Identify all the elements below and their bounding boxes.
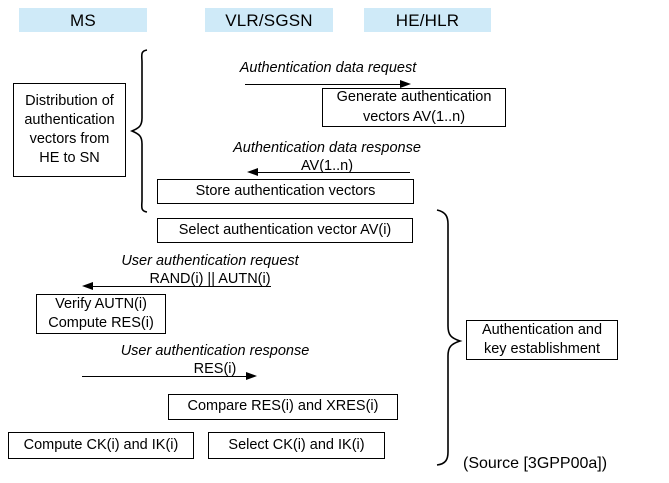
process-compare-res-xres-line-1: Compare RES(i) and XRES(i)	[187, 398, 379, 415]
phase-label-distribution-line-1: Distribution of	[25, 92, 114, 109]
column-header-ms-label: MS	[70, 10, 96, 30]
process-store-authentication-vectors: Store authentication vectors	[157, 179, 414, 204]
message-user-authentication-request-payload: RAND(i) || AUTN(i)	[149, 270, 271, 287]
phase-label-authentication-line-1: Authentication and	[481, 321, 603, 338]
message-user-authentication-response-payload: RES(i)	[193, 360, 237, 377]
process-select-authentication-vector: Select authentication vector AV(i)	[157, 218, 413, 243]
process-compare-res-xres: Compare RES(i) and XRES(i)	[168, 394, 398, 420]
process-generate-authentication-vectors: Generate authentication vectors AV(1..n)	[322, 88, 506, 127]
source-note: (Source [3GPP00a])	[463, 455, 608, 472]
process-generate-authentication-vectors-line-2: vectors AV(1..n)	[362, 108, 466, 125]
process-compute-ck-ik: Compute CK(i) and IK(i)	[8, 432, 194, 459]
phase-label-authentication: Authentication and key establishment	[466, 320, 618, 360]
process-verify-autn-compute-res: Verify AUTN(i) Compute RES(i)	[36, 294, 166, 334]
message-authentication-data-response-arrow-head	[247, 168, 258, 176]
message-authentication-data-response-payload: AV(1..n)	[300, 157, 354, 174]
process-select-ck-ik: Select CK(i) and IK(i)	[208, 432, 385, 459]
message-authentication-data-response-arrow-line	[258, 172, 410, 173]
message-authentication-data-request-arrow-head	[400, 80, 411, 88]
message-user-authentication-response-label: User authentication response	[120, 343, 310, 359]
column-header-ms: MS	[19, 8, 147, 32]
process-compute-ck-ik-line-1: Compute CK(i) and IK(i)	[23, 436, 179, 453]
message-authentication-data-request-label: Authentication data request	[239, 60, 417, 76]
message-user-authentication-response-arrow-line	[82, 376, 247, 377]
phase-label-distribution-line-2: authentication	[24, 111, 115, 128]
process-verify-autn-compute-res-line-1: Verify AUTN(i)	[55, 295, 147, 312]
process-select-ck-ik-line-1: Select CK(i) and IK(i)	[228, 436, 365, 453]
process-store-authentication-vectors-line-1: Store authentication vectors	[195, 182, 376, 199]
column-header-he-hlr: HE/HLR	[364, 8, 491, 32]
message-authentication-data-request-arrow-line	[245, 84, 401, 85]
message-authentication-data-response-label: Authentication data response	[233, 140, 421, 156]
phase-label-distribution: Distribution of authentication vectors f…	[13, 83, 126, 177]
message-user-authentication-request-label: User authentication request	[121, 253, 299, 269]
message-user-authentication-request: User authentication request RAND(i) || A…	[75, 253, 345, 288]
column-header-vlr-sgsn-label: VLR/SGSN	[225, 10, 313, 30]
message-user-authentication-request-arrow-head	[82, 282, 93, 290]
phase-label-authentication-line-2: key establishment	[483, 341, 601, 357]
left-phase-brace	[129, 49, 148, 213]
phase-label-distribution-line-4: HE to SN	[39, 150, 100, 167]
message-authentication-data-response: Authentication data response AV(1..n)	[222, 140, 432, 175]
process-select-authentication-vector-line-1: Select authentication vector AV(i)	[178, 221, 392, 238]
column-header-he-hlr-label: HE/HLR	[395, 10, 460, 30]
process-verify-autn-compute-res-line-2: Compute RES(i)	[48, 315, 154, 331]
message-user-authentication-response: User authentication response RES(i)	[80, 343, 350, 378]
message-user-authentication-response-arrow-head	[246, 372, 257, 380]
right-phase-brace	[436, 209, 463, 466]
column-header-vlr-sgsn: VLR/SGSN	[205, 8, 333, 32]
message-user-authentication-request-arrow-line	[93, 286, 271, 287]
phase-label-distribution-line-3: vectors from	[29, 131, 110, 147]
message-authentication-data-request: Authentication data request	[228, 60, 428, 78]
process-generate-authentication-vectors-line-1: Generate authentication	[336, 89, 492, 106]
